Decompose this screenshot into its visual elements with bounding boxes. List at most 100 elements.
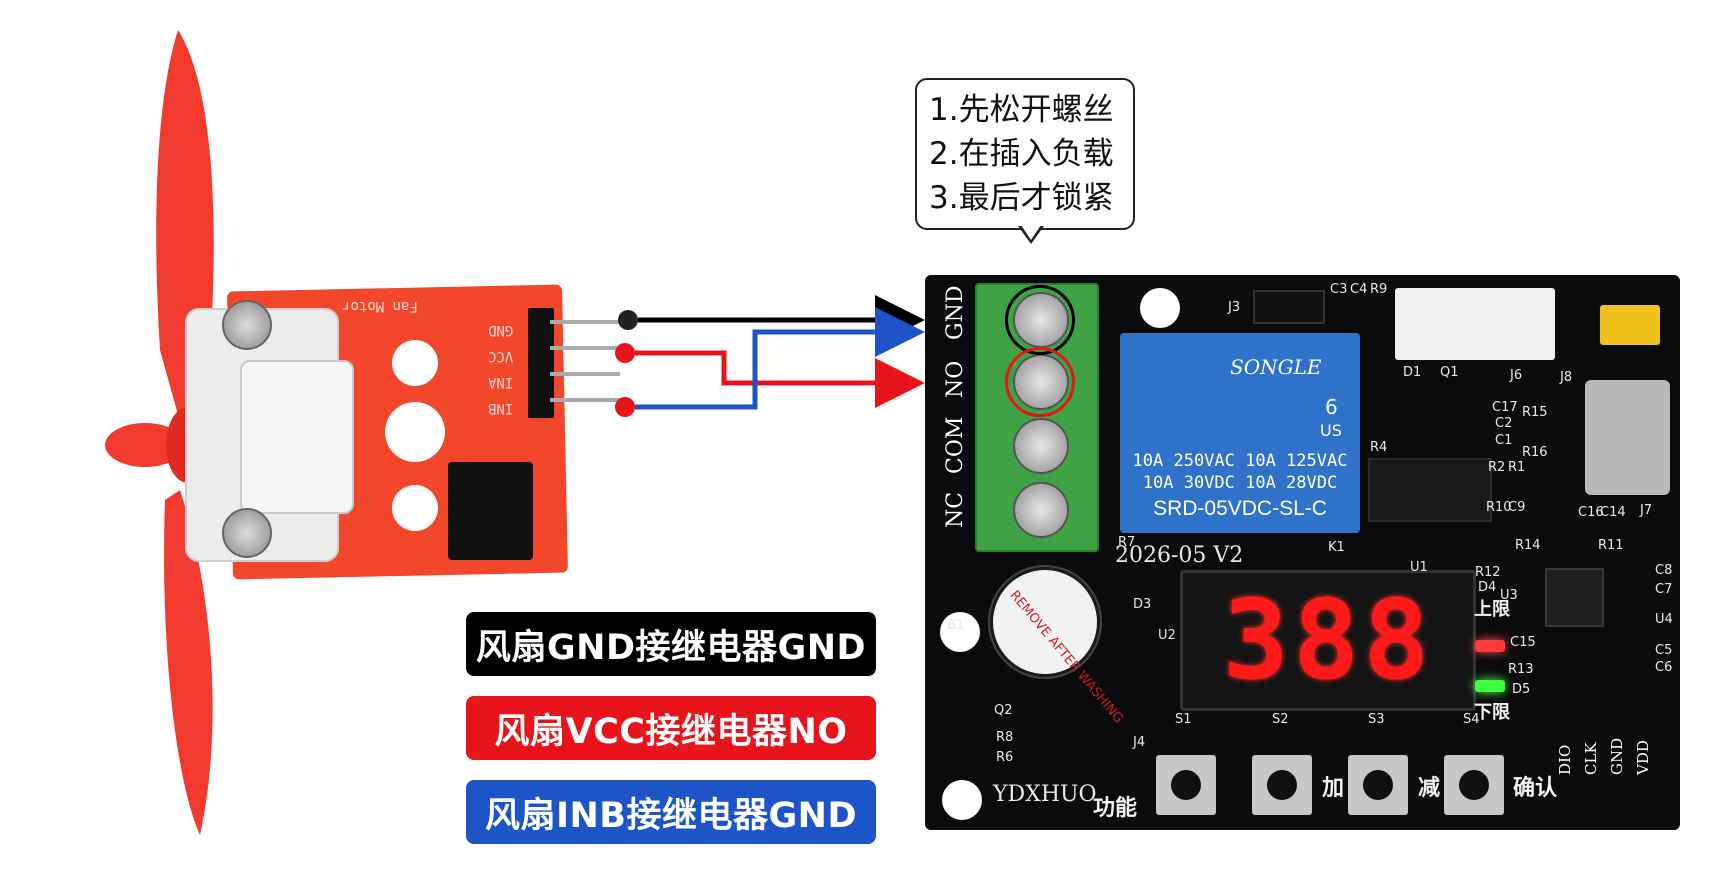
button-s4[interactable] — [1444, 755, 1504, 815]
bolt-icon — [222, 508, 272, 558]
silk-r16: R16 — [1522, 445, 1548, 460]
button-ref-s2: S2 — [1272, 712, 1289, 727]
wire-inb — [615, 307, 925, 417]
label-inb-to-gnd: 风扇INB接继电器GND — [466, 780, 876, 844]
relay: SONGLE 6 US 10A 250VAC 10A 125VAC 10A 30… — [1120, 333, 1360, 533]
silk-r9: R9 — [1370, 282, 1388, 297]
silk-r2: R2 — [1488, 460, 1506, 475]
header-pin-clk: CLK — [1582, 742, 1600, 775]
relay-brand: SONGLE — [1230, 355, 1322, 379]
instruction-callout: 1.先松开螺丝 2.在插入负载 3.最后才锁紧 — [915, 78, 1135, 230]
button-s3[interactable] — [1348, 755, 1408, 815]
header-pin — [550, 346, 620, 350]
header-pin — [550, 398, 620, 402]
display-value: 388 — [1222, 576, 1434, 704]
silk-d3: D3 — [1133, 597, 1152, 612]
gnd-terminal-highlight — [1005, 285, 1075, 355]
wire-vcc — [615, 343, 925, 408]
silk-r13: R13 — [1508, 662, 1534, 677]
silk-c2: C2 — [1495, 416, 1513, 431]
button-s1[interactable] — [1156, 755, 1216, 815]
silk-c16: C16 — [1578, 505, 1604, 520]
silk-c17: C17 — [1492, 400, 1518, 415]
relay-model: SRD-05VDC-SL-C — [1153, 497, 1327, 520]
button-label-plus: 加 — [1322, 776, 1345, 801]
silk-j4: J4 — [1133, 735, 1146, 750]
bolt-icon — [222, 300, 272, 350]
button-label-function: 功能 — [1093, 796, 1138, 821]
fan-motor-core — [240, 360, 354, 514]
silk-c15: C15 — [1510, 635, 1536, 650]
header-pin-gnd: GND — [1608, 737, 1626, 775]
jumper[interactable] — [1600, 305, 1660, 345]
silk-k1: K1 — [1328, 540, 1345, 555]
mount-hole — [385, 402, 445, 462]
silk-u3: U3 — [1500, 588, 1518, 603]
silk-q1: Q1 — [1440, 365, 1459, 380]
j3-component — [1253, 290, 1325, 324]
header-pin — [550, 320, 620, 324]
screw-icon[interactable] — [1013, 482, 1069, 538]
board-version: 2026-05 V2 — [1115, 543, 1244, 568]
screw-icon[interactable] — [1013, 418, 1069, 474]
silk-r11: R11 — [1598, 538, 1624, 553]
header-pin-vdd: VDD — [1634, 740, 1652, 775]
silk-d5: D5 — [1512, 682, 1531, 697]
silk-d1: D1 — [1403, 365, 1422, 380]
board-brand: YDXHUO — [993, 782, 1097, 807]
header-pin — [550, 372, 620, 376]
silk-r6: R6 — [996, 750, 1014, 765]
button-ref-s4: S4 — [1463, 712, 1480, 727]
mount-hole — [1140, 288, 1180, 328]
terminal-label-no: NO — [943, 360, 968, 398]
silk-r8: R8 — [996, 730, 1014, 745]
terminal-label-gnd: GND — [943, 285, 968, 340]
silk-j8: J8 — [1560, 370, 1573, 385]
silk-b1: B1 — [947, 618, 965, 633]
upper-limit-led — [1475, 640, 1505, 652]
silk-c14: C14 — [1600, 505, 1626, 520]
relay-cert: US — [1320, 421, 1342, 440]
label-vcc-to-no: 风扇VCC接继电器NO — [466, 696, 876, 760]
silk-c5: C5 — [1655, 643, 1673, 658]
mount-hole — [392, 340, 438, 386]
wire-gnd — [618, 295, 925, 345]
usb-c-port[interactable] — [1585, 380, 1670, 495]
silk-u1: U1 — [1410, 560, 1428, 575]
relay-rating-2: 10A 30VDC 10A 28VDC — [1142, 473, 1338, 493]
button-ref-s3: S3 — [1368, 712, 1385, 727]
silk-c6: C6 — [1655, 660, 1673, 675]
silk-c4: C4 — [1350, 282, 1368, 297]
motor-driver-chip — [448, 462, 533, 560]
terminal-label-com: COM — [943, 416, 968, 474]
buzzer-sticker — [993, 570, 1097, 674]
mount-hole — [942, 780, 982, 820]
led-label-upper: 上限 — [1474, 599, 1510, 620]
relay-pin-mark: 6 — [1325, 395, 1338, 419]
header-pin-dio: DIO — [1556, 744, 1574, 775]
callout-pointer-inner — [1021, 225, 1041, 240]
silk-c1: C1 — [1495, 433, 1513, 448]
mcu-chip — [1545, 568, 1604, 627]
silk-r4: R4 — [1370, 440, 1388, 455]
silk-c3: C3 — [1330, 282, 1348, 297]
silk-r15: R15 — [1522, 405, 1548, 420]
button-s2[interactable] — [1252, 755, 1312, 815]
silk-r14: R14 — [1515, 538, 1541, 553]
callout-step-3: 3.最后才锁紧 — [929, 180, 1114, 216]
ic-chip — [1368, 458, 1492, 522]
silk-u2: U2 — [1158, 628, 1176, 643]
silk-j7: J7 — [1640, 503, 1653, 518]
mount-hole — [940, 612, 980, 652]
lower-limit-led — [1475, 680, 1505, 692]
relay-rating-1: 10A 250VAC 10A 125VAC — [1132, 451, 1348, 471]
callout-step-1: 1.先松开螺丝 — [929, 92, 1114, 128]
silk-q2: Q2 — [994, 703, 1013, 718]
silk-r7: R7 — [1118, 535, 1136, 550]
no-terminal-highlight — [1005, 347, 1075, 417]
fan-header — [528, 308, 554, 418]
silk-j6: J6 — [1510, 368, 1523, 383]
silk-r10: R10 — [1486, 500, 1512, 515]
button-ref-s1: S1 — [1175, 712, 1192, 727]
